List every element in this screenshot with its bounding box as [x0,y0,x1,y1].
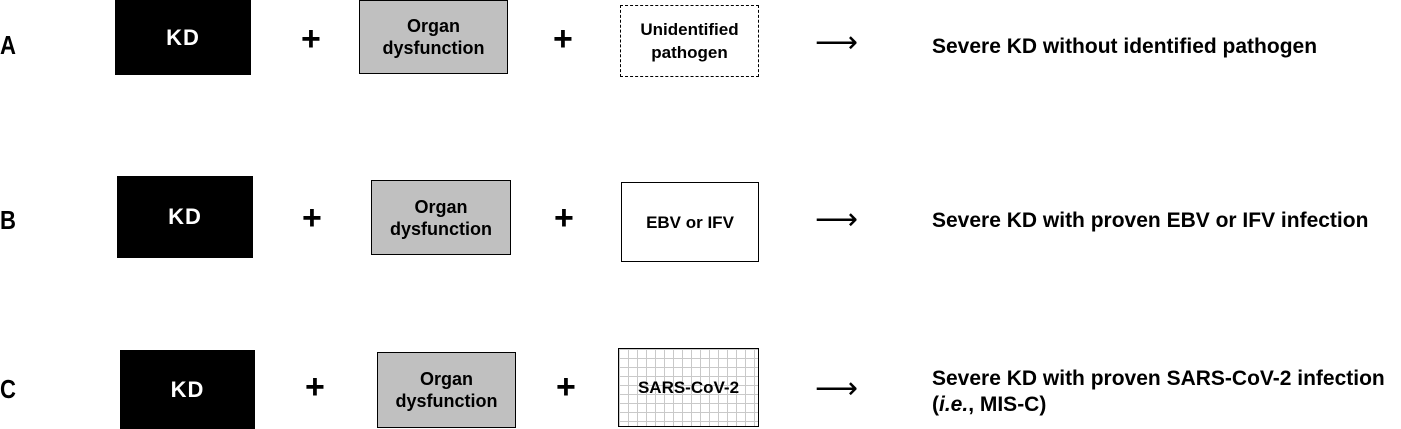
right-arrow-icon: ⟶ [815,26,859,59]
kd-box: KD [120,350,255,429]
paren-open: ( [932,393,939,416]
organ-dysfunction-box: Organ dysfunction [371,180,511,255]
pathogen-line-1: Unidentified [640,20,739,39]
plus-sign: + [301,20,321,58]
right-arrow-icon: ⟶ [815,203,859,236]
organ-line-1: Organ [419,369,473,389]
result-line-2: (i.e., MIS-C) [932,392,1385,418]
plus-sign: + [556,368,576,406]
plus-sign: + [302,199,322,237]
organ-line-2: dysfunction [390,218,492,239]
result-text: Severe KD with proven SARS-CoV-2 infecti… [932,366,1385,418]
row-letter: C [0,374,16,404]
plus-sign: + [553,20,573,58]
organ-dysfunction-box: Organ dysfunction [377,352,516,428]
row-letter: A [0,30,16,60]
result-text: Severe KD without identified pathogen [932,35,1318,58]
organ-line-2: dysfunction [395,391,498,411]
unidentified-pathogen-box: Unidentified pathogen [620,5,759,77]
pathogen-line-2: pathogen [651,43,728,62]
plus-sign: + [305,368,325,406]
ie-abbrev: i.e. [939,393,969,416]
right-arrow-icon: ⟶ [815,372,859,405]
sars-cov-2-box: SARS-CoV-2 [618,348,759,427]
organ-line-2: dysfunction [382,38,485,58]
kd-box: KD [117,176,253,258]
kd-box: KD [115,0,251,75]
ebv-ifv-box: EBV or IFV [621,182,759,262]
organ-line-1: Organ [406,16,460,36]
mis-c-text: , MIS-C) [968,393,1047,416]
result-text: Severe KD with proven EBV or IFV infecti… [932,209,1369,232]
pathogen-line-1: EBV or IFV [646,212,734,232]
plus-sign: + [554,199,574,237]
organ-dysfunction-box: Organ dysfunction [359,0,508,74]
pathogen-line-1: SARS-CoV-2 [637,378,740,397]
row-letter: B [0,205,16,235]
organ-line-1: Organ [414,196,468,217]
result-line-1: Severe KD with proven SARS-CoV-2 infecti… [932,367,1385,390]
